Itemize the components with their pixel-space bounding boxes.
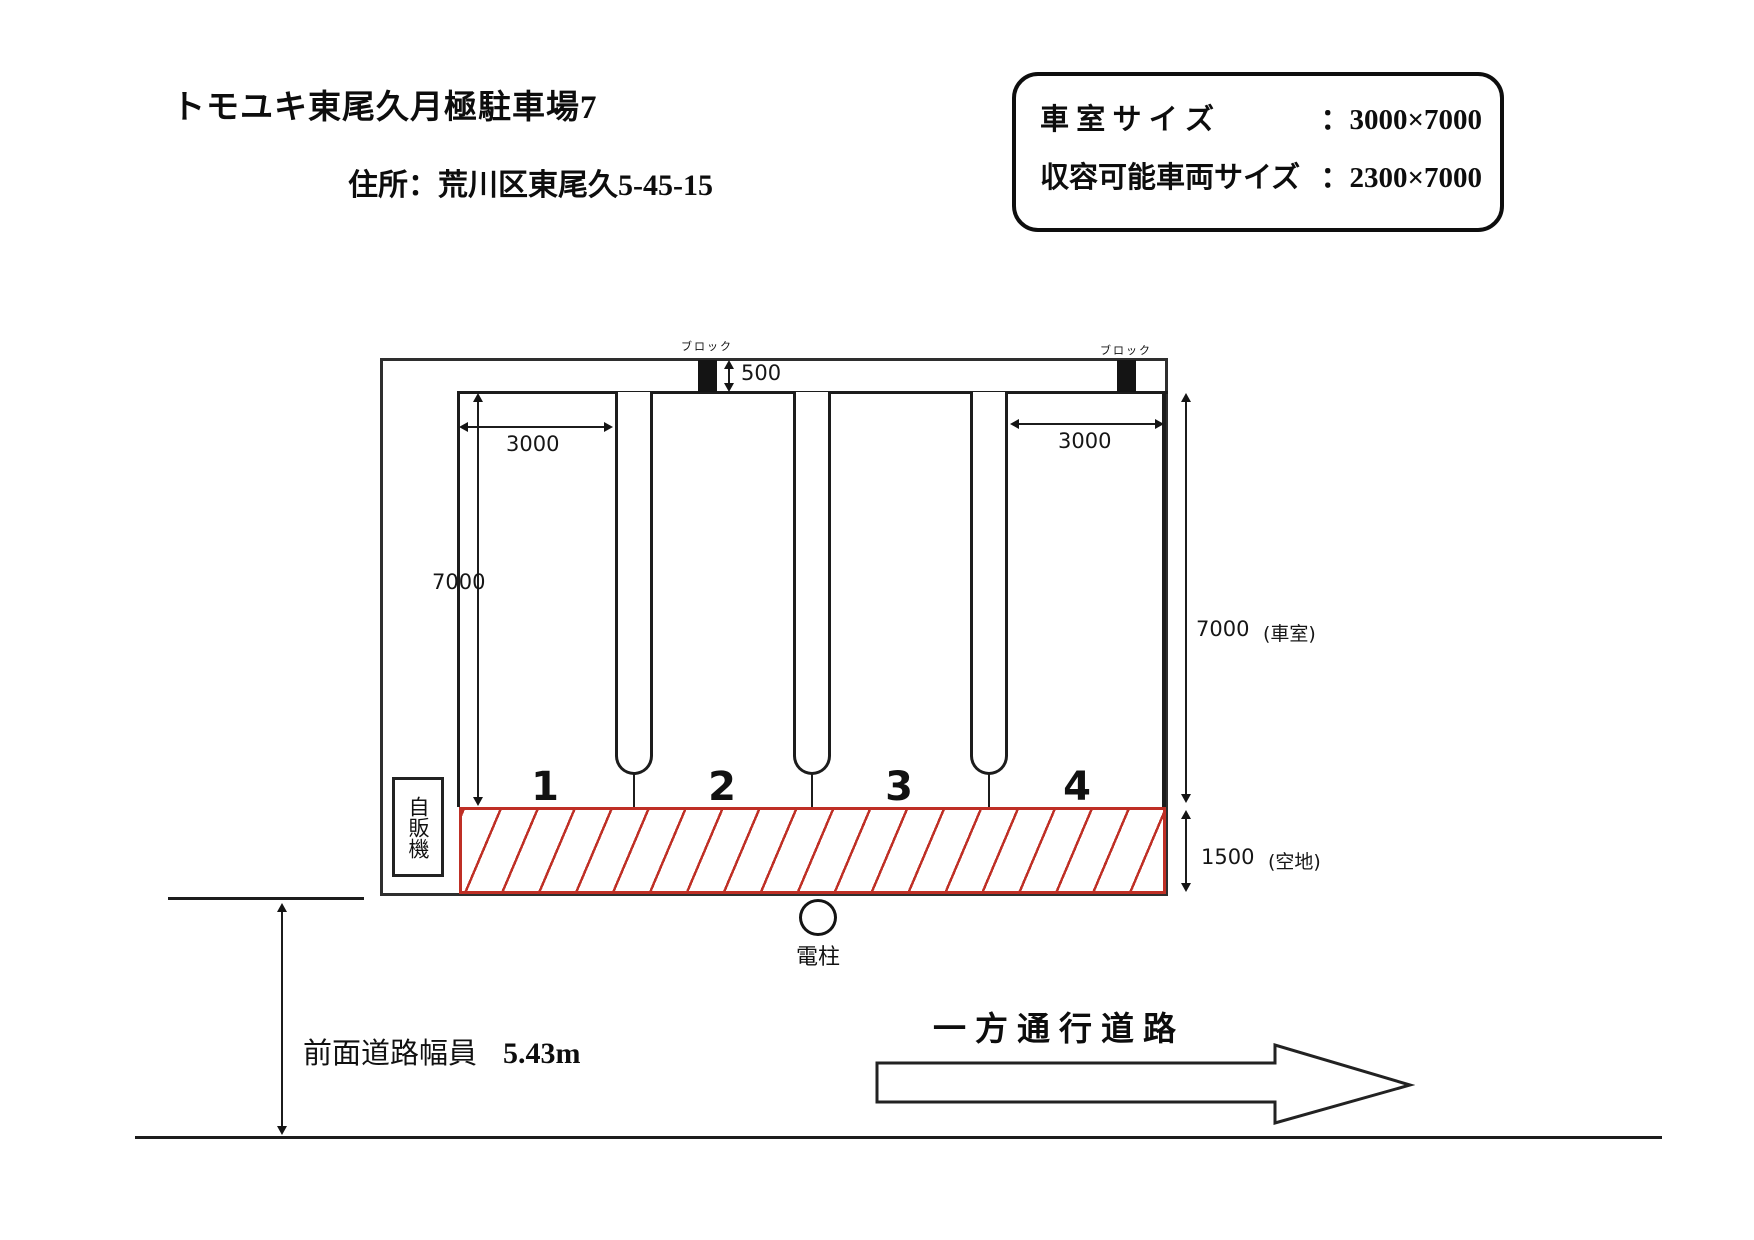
dim-7000-right-arrow-down xyxy=(1181,794,1191,803)
dim-3000-left-arrow-left xyxy=(459,422,468,432)
dim-500-arrow-down xyxy=(724,383,734,392)
street-edge-line xyxy=(168,897,364,900)
stall-divider-1-2 xyxy=(615,392,653,775)
road-width-arrow-down xyxy=(277,1126,287,1135)
spec-separator: ： xyxy=(1320,104,1350,136)
dim-500-label: 500 xyxy=(741,361,782,385)
dim-7000-right-label: 7000 xyxy=(1196,617,1250,641)
utility-pole-label: 電柱 xyxy=(796,944,841,969)
divider-tail xyxy=(633,772,635,808)
dim-1500-arrow-down xyxy=(1181,883,1191,892)
spec-label: 収容可能車両サイズ xyxy=(1040,162,1301,194)
block-label-right: ブロック xyxy=(1100,345,1152,357)
stall-area-left-line xyxy=(457,392,460,807)
spec-row-vehicle-size: 収容可能車両サイズ ：2300×7000 xyxy=(1040,154,1482,212)
property-boundary xyxy=(380,358,1168,896)
vacant-area-hatch xyxy=(459,807,1166,894)
stall-number-4: 4 xyxy=(1063,764,1091,810)
spec-value: 3000×7000 xyxy=(1349,104,1482,136)
dim-3000-right-arrow-left xyxy=(1010,419,1019,429)
stall-number-3: 3 xyxy=(885,764,913,810)
dim-3000-right-arrow-right xyxy=(1155,419,1164,429)
dim-500-line xyxy=(728,362,730,390)
dim-7000-left-label: 7000 xyxy=(432,570,486,594)
concrete-block-left xyxy=(698,360,717,392)
stall-number-1: 1 xyxy=(531,764,559,810)
dim-7000-left-line xyxy=(477,396,479,803)
spec-row-stall-size: 車 室 サ イ ズ ：3000×7000 xyxy=(1040,96,1482,154)
road-width-label-row: 前面道路幅員 5.43m xyxy=(303,1030,581,1072)
stall-area-right-line xyxy=(1162,392,1166,807)
page-title: トモユキ東尾久月極駐車場7 xyxy=(172,90,598,126)
dim-7000-right-arrow-up xyxy=(1181,393,1191,402)
stall-divider-2-3 xyxy=(793,392,831,775)
dim-3000-left-line xyxy=(462,426,611,428)
spec-label: 車 室 サ イ ズ xyxy=(1040,104,1215,136)
concrete-block-right xyxy=(1117,360,1136,392)
divider-tail xyxy=(988,772,990,808)
dim-7000-left-arrow-up xyxy=(473,393,483,402)
divider-tail xyxy=(811,772,813,808)
stall-divider-3-4 xyxy=(970,392,1008,775)
dim-500-arrow-up xyxy=(724,360,734,369)
dim-1500-note: (空地) xyxy=(1268,851,1321,873)
vending-machine-box: 自販機 xyxy=(392,777,444,877)
dim-7000-left-arrow-down xyxy=(473,797,483,806)
dim-3000-left-arrow-right xyxy=(604,422,613,432)
dim-7000-right-line xyxy=(1185,396,1187,799)
street-bottom-line xyxy=(135,1136,1662,1139)
dim-1500-label: 1500 xyxy=(1201,845,1255,869)
address-text: 住所：荒川区東尾久5-45-15 xyxy=(348,169,713,202)
dim-3000-right-line xyxy=(1013,423,1162,425)
dim-1500-arrow-up xyxy=(1181,810,1191,819)
one-way-road-label: 一方通行道路 xyxy=(933,1012,1185,1048)
road-width-label: 前面道路幅員 xyxy=(303,1038,478,1070)
dim-1500-line xyxy=(1185,812,1187,890)
spec-box: 車 室 サ イ ズ：3000×7000 収容可能車両サイズ：2300×7000 xyxy=(1012,72,1504,232)
road-width-arrow-up xyxy=(277,903,287,912)
stall-number-2: 2 xyxy=(708,764,736,810)
road-width-dim-line xyxy=(281,906,283,1132)
road-width-value: 5.43m xyxy=(503,1037,581,1070)
one-way-arrow xyxy=(875,1043,1415,1125)
dim-7000-right-note: (車室) xyxy=(1263,623,1316,645)
spec-value: 2300×7000 xyxy=(1349,162,1482,194)
block-label-left: ブロック xyxy=(681,341,733,353)
utility-pole-circle xyxy=(799,899,837,936)
dim-3000-right-label: 3000 xyxy=(1058,429,1112,453)
spec-separator: ： xyxy=(1320,162,1350,194)
dim-3000-left-label: 3000 xyxy=(506,432,560,456)
